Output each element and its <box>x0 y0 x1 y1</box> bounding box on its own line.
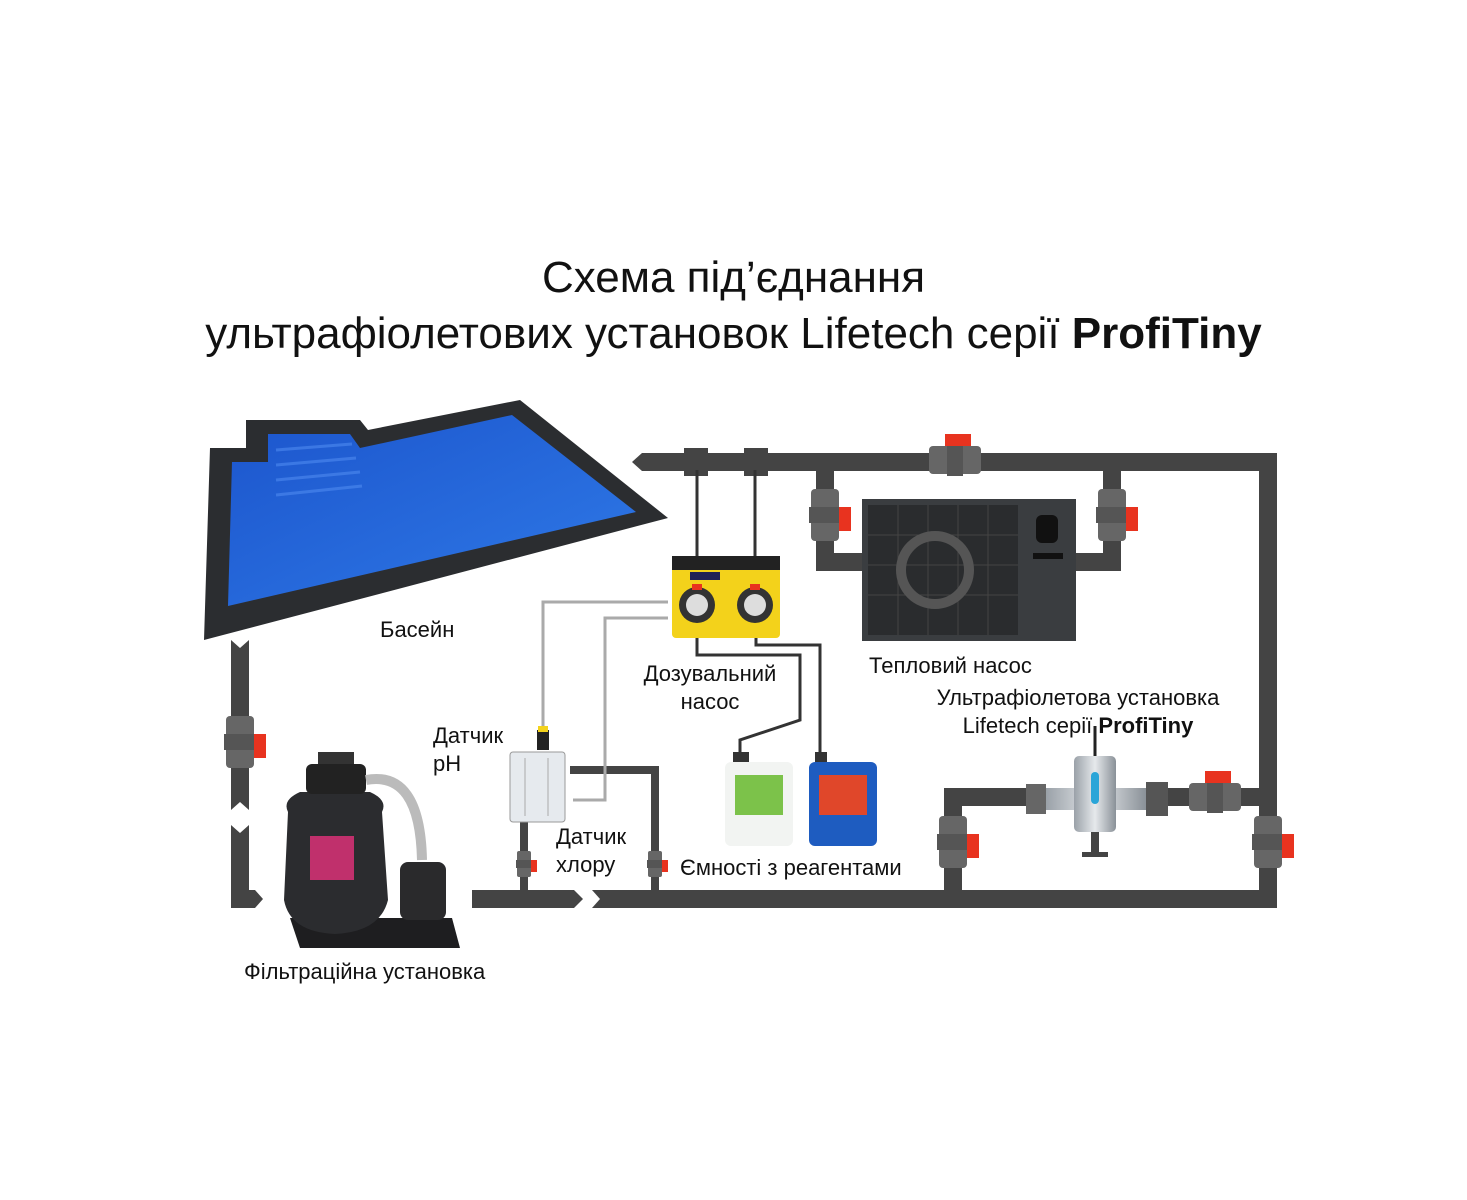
label-dosing-pump-line1: Дозувальний <box>643 661 777 686</box>
label-chlorine-sensor-line2: хлору <box>556 852 616 877</box>
label-heat-pump: Тепловий насос <box>869 653 1032 678</box>
title-brand: ProfiTiny <box>1071 309 1262 358</box>
filter-unit-illustration <box>284 752 460 948</box>
sensor-block <box>509 726 566 823</box>
label-dosing-pump: Дозувальний насос <box>630 660 790 716</box>
uv-unit-illustration <box>1026 726 1168 857</box>
dosing-pump-illustration <box>672 556 780 638</box>
label-uv-unit: Ультрафіолетова установка Lifetech серії… <box>918 684 1238 740</box>
title-line-1: Схема під’єднання <box>541 253 926 302</box>
label-uv-unit-line2: Lifetech серії ProfiTiny <box>918 712 1238 740</box>
label-dosing-pump-line2: насос <box>680 689 740 714</box>
label-uv-unit-series: Lifetech серії <box>962 713 1093 738</box>
label-pool: Басейн <box>380 617 455 642</box>
label-filter-unit: Фільтраційна установка <box>244 959 486 984</box>
label-chlorine-sensor-line1: Датчик <box>556 824 627 849</box>
heat-pump-illustration <box>862 499 1076 641</box>
label-chlorine-sensor: Датчик хлору <box>556 823 626 879</box>
label-ph-sensor-line1: Датчик <box>433 723 504 748</box>
dosing-lines <box>541 470 822 802</box>
reagent-containers <box>725 752 877 846</box>
label-ph-sensor: Датчик pH <box>433 722 503 778</box>
title-text: ультрафіолетових установок Lifetech сері… <box>205 309 1060 358</box>
label-uv-unit-brand: ProfiTiny <box>1098 713 1194 738</box>
label-ph-sensor-line2: pH <box>433 751 462 776</box>
label-reagent-containers: Ємності з реагентами <box>680 855 902 880</box>
title-line-2: ультрафіолетових установок Lifetech сері… <box>0 306 1467 362</box>
pool-illustration <box>204 400 668 640</box>
label-uv-unit-line1: Ультрафіолетова установка <box>936 685 1220 710</box>
